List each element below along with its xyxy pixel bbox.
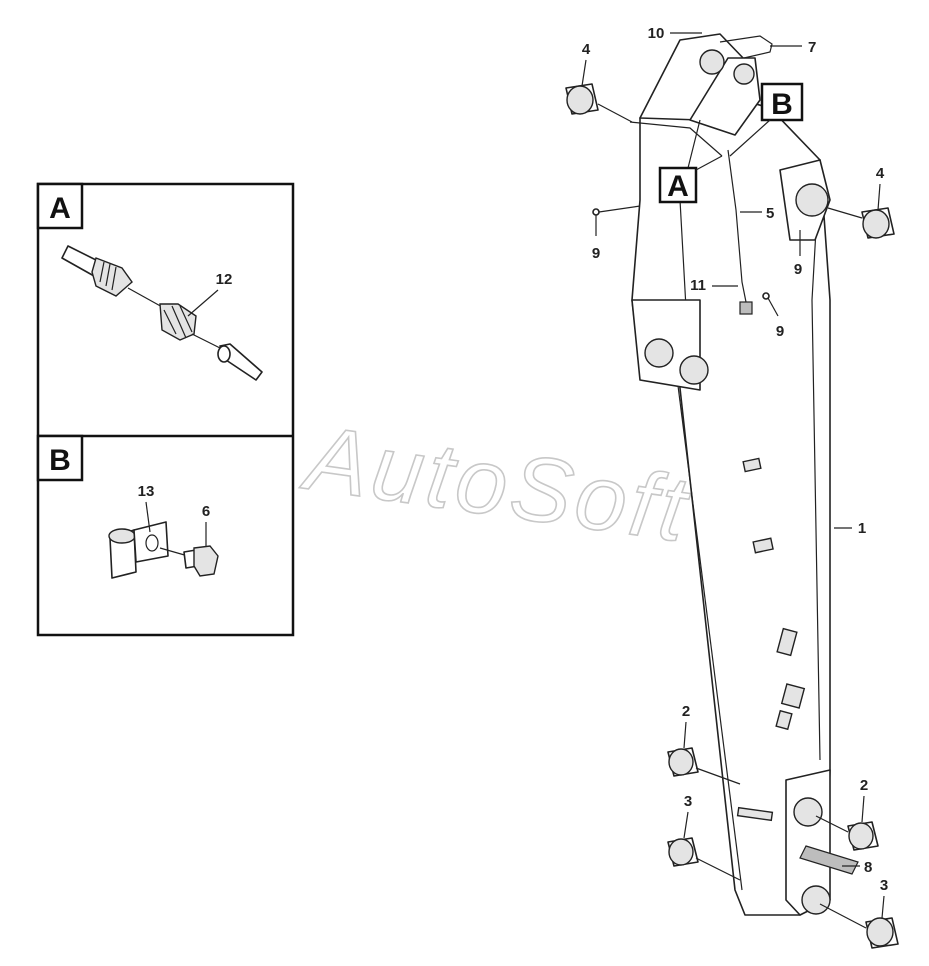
ferrule-ridges bbox=[99, 261, 117, 291]
callout-2-right: 2 bbox=[860, 777, 868, 794]
lower-bore-lower bbox=[801, 885, 831, 915]
callout-11: 11 bbox=[690, 277, 706, 294]
weld-block bbox=[752, 537, 774, 554]
leader-2-right bbox=[861, 795, 865, 823]
callout-9-right: 9 bbox=[794, 261, 802, 278]
hose-ferrule bbox=[91, 257, 133, 297]
leader-9-left-b bbox=[598, 205, 641, 213]
fitting-facets bbox=[163, 305, 193, 339]
bolt-head bbox=[193, 545, 219, 577]
weld-block bbox=[780, 683, 806, 709]
marker-b-box bbox=[760, 82, 804, 122]
mid-bore-right bbox=[679, 355, 709, 385]
marker-a-leader bbox=[695, 155, 723, 171]
weld-block bbox=[776, 627, 798, 657]
detail-b-clamp-bolt bbox=[108, 521, 219, 579]
weld-block bbox=[775, 709, 793, 731]
assembly-line-a1 bbox=[127, 287, 165, 309]
callout-4-right: 4 bbox=[876, 165, 885, 182]
main-callouts: 1 2 2 3 3 4 4 5 7 8 9 9 9 10 11 bbox=[581, 25, 888, 919]
clamp-tab bbox=[133, 521, 169, 563]
assembly-line-a2 bbox=[191, 333, 225, 351]
bushing-2-left bbox=[667, 747, 741, 785]
union-fitting bbox=[159, 303, 197, 341]
mid-bore-left bbox=[644, 338, 674, 368]
upper-bore bbox=[795, 183, 829, 217]
grease-line-7 bbox=[719, 35, 773, 59]
marker-b-leader bbox=[729, 119, 771, 157]
detail-frame bbox=[36, 182, 295, 637]
callout-10: 10 bbox=[648, 25, 665, 42]
detail-a-letter: A bbox=[49, 192, 71, 225]
callout-8: 8 bbox=[864, 859, 872, 876]
marker-b-letter: B bbox=[771, 88, 793, 121]
leader-2-left bbox=[683, 721, 687, 749]
leader-12 bbox=[187, 289, 219, 317]
leader-3-right bbox=[881, 895, 885, 919]
bushing-2-right bbox=[815, 815, 879, 851]
web-edge bbox=[675, 369, 743, 891]
bushing-3-left bbox=[667, 837, 741, 881]
callout-9-mid: 9 bbox=[776, 323, 784, 340]
leader-13 bbox=[145, 501, 151, 533]
top-pin-bore-right bbox=[733, 63, 755, 85]
bushing-4-right bbox=[827, 207, 895, 239]
callout-1: 1 bbox=[858, 520, 866, 537]
callout-3-left: 3 bbox=[684, 793, 692, 810]
detail-a-letter-box bbox=[36, 182, 84, 230]
detail-b-letter: B bbox=[49, 444, 71, 477]
leader-9-mid bbox=[767, 297, 779, 317]
weld-block bbox=[736, 806, 774, 822]
leader-3-left bbox=[683, 811, 689, 839]
clamp-loop bbox=[108, 528, 136, 544]
detail-panels: A B 12 13 6 bbox=[36, 182, 295, 637]
bushing-3-right bbox=[819, 903, 899, 949]
callout-2-left: 2 bbox=[682, 703, 690, 720]
plate-8 bbox=[799, 845, 859, 875]
marker-a-letter: A bbox=[667, 170, 689, 203]
weld-block bbox=[742, 457, 762, 473]
grease-line-top bbox=[629, 121, 723, 157]
leader-4-left bbox=[581, 59, 587, 87]
assembly-line-b bbox=[159, 547, 189, 557]
detail-b-letter-box bbox=[36, 434, 84, 482]
callout-9-left: 9 bbox=[592, 245, 600, 262]
callout-12: 12 bbox=[216, 271, 233, 288]
callout-4-left: 4 bbox=[582, 41, 591, 58]
callout-5: 5 bbox=[766, 205, 774, 222]
leader-4-right bbox=[877, 183, 881, 211]
detail-a-hose-fitting bbox=[61, 245, 263, 381]
grease-line-5 bbox=[727, 149, 747, 303]
bushings bbox=[565, 83, 899, 949]
grease-nipple bbox=[762, 292, 770, 300]
callout-3-right: 3 bbox=[880, 877, 888, 894]
bushing-4-left bbox=[565, 83, 633, 123]
marker-a-box bbox=[658, 166, 698, 204]
callout-13: 13 bbox=[138, 483, 155, 500]
callout-6: 6 bbox=[202, 503, 210, 520]
top-pin-bore-left bbox=[699, 49, 725, 75]
callout-7: 7 bbox=[808, 39, 816, 56]
grease-block bbox=[739, 301, 753, 315]
arm-assembly: A B bbox=[629, 33, 859, 916]
watermark-text: AutoSoft bbox=[296, 406, 696, 561]
clamp-hole bbox=[145, 534, 159, 552]
grease-nipple bbox=[592, 208, 600, 216]
tube-bore bbox=[217, 345, 231, 363]
lower-bore-upper bbox=[793, 797, 823, 827]
